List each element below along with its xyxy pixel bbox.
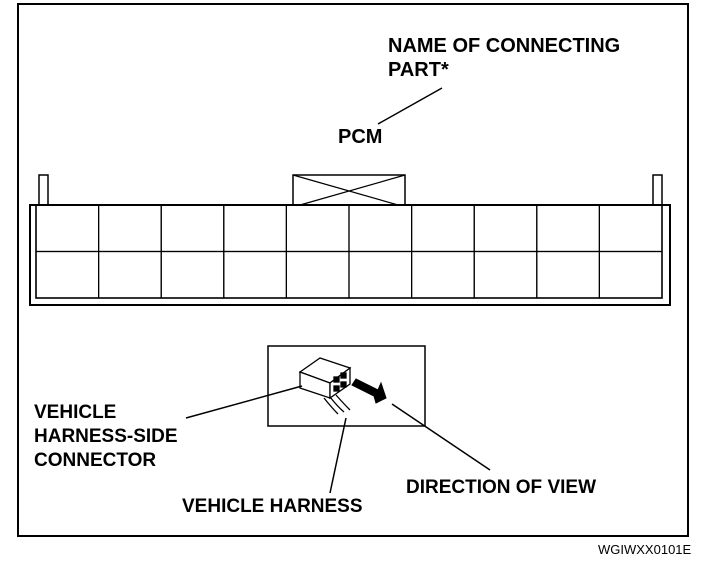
pcm-label: PCM — [338, 126, 382, 148]
vehicle-harness-leader — [329, 417, 347, 494]
figure-frame — [17, 3, 689, 537]
vehicle-harness-side-connector-label-line1: VEHICLE — [34, 402, 116, 423]
connector-key — [292, 174, 406, 208]
name-of-connecting-part-label-line1: NAME OF CONNECTING — [388, 35, 620, 57]
connector-outer-housing — [29, 204, 671, 306]
name-of-connecting-part-leader — [377, 87, 443, 125]
right-latch — [652, 174, 663, 206]
pin-cavity — [598, 250, 663, 299]
name-of-connecting-part-label-line2: PART* — [388, 59, 449, 81]
vehicle-harness-label: VEHICLE HARNESS — [182, 496, 363, 517]
small-connector-icon — [298, 357, 352, 415]
direction-of-view-label: DIRECTION OF VIEW — [406, 477, 596, 498]
connector-pin-grid — [35, 204, 663, 299]
harness-side-connector-leader — [185, 385, 303, 419]
left-latch — [38, 174, 49, 206]
direction-arrow-icon — [351, 378, 387, 404]
vehicle-harness-side-connector-label-line2: HARNESS-SIDE — [34, 426, 178, 447]
vehicle-harness-side-connector-label-line3: CONNECTOR — [34, 450, 156, 471]
direction-of-view-leader — [391, 403, 491, 471]
figure-code: WGIWXX0101E — [598, 542, 692, 557]
